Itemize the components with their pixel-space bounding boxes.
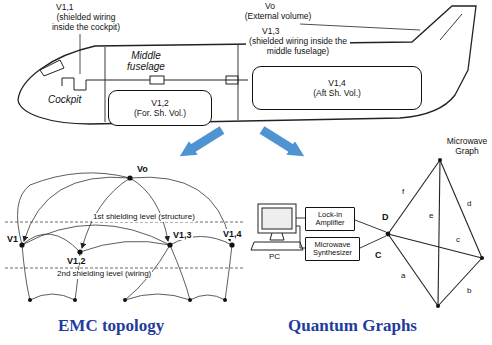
annotation-label: D (381, 212, 390, 222)
topology-vertices (19, 175, 234, 302)
panel-title: Quantum Graphs (288, 316, 417, 335)
panel-title: EMC topology (58, 316, 164, 335)
annotation-label: e (428, 212, 434, 221)
annotation-label: Vo (265, 2, 275, 12)
topology-links (18, 173, 233, 300)
aircraft-outline (18, 6, 476, 124)
node-title: V1,4 (256, 78, 418, 88)
annotation-label: a (400, 272, 406, 281)
annotation-label: V1,4 (222, 229, 243, 239)
annotation-label: PC (268, 253, 281, 262)
annotation-label: V1,1 (56, 3, 74, 13)
instrument-box: Lock-in Amplifier (305, 207, 355, 231)
annotation-label: f (401, 188, 405, 197)
microwave-graph (388, 160, 482, 306)
annotation-label: 2nd shielding level (wiring) (56, 270, 152, 279)
annotation-label: c (455, 236, 461, 245)
annotation-label: Cockpit (48, 94, 81, 105)
graph-vertices (386, 158, 484, 308)
shielded-wiring (62, 76, 248, 90)
annotation-label: V1,3 (262, 27, 280, 37)
annotation-label: 1st shielding level (structure) (92, 213, 196, 222)
annotation-label: d (466, 200, 472, 209)
instrument-box: Microwave Synthesizer (305, 237, 360, 261)
annotation-label: V1 (6, 234, 19, 244)
annotation-label: (shielded wiring inside the middle fusel… (246, 37, 350, 56)
pc-computer (251, 204, 303, 250)
transition-arrows (190, 130, 294, 150)
annotation-label: (External volume) (238, 12, 318, 22)
annotation-label: V1,2 (66, 256, 87, 266)
annotation-label: b (466, 287, 472, 296)
annotation-label: (shielded wiring inside the cockpit) (46, 13, 126, 32)
annotation-label: Vo (136, 164, 149, 174)
shielded-volume-box: V1,2(For. Sh. Vol.) (108, 90, 212, 126)
annotation-label: C (374, 250, 383, 260)
node-title: Lock-in Amplifier (309, 211, 351, 228)
annotation-label: V1,3 (172, 230, 193, 240)
shielded-volume-box: V1,4(Aft Sh. Vol.) (252, 66, 422, 110)
node-subtitle: (For. Sh. Vol.) (112, 108, 208, 118)
shielding-levels (5, 222, 245, 268)
annotation-label: Microwave Graph (444, 137, 490, 156)
node-subtitle: (Aft Sh. Vol.) (256, 88, 418, 98)
node-title: V1,2 (112, 98, 208, 108)
node-title: Microwave Synthesizer (309, 241, 356, 258)
annotation-label: Middle fuselage (118, 50, 174, 72)
